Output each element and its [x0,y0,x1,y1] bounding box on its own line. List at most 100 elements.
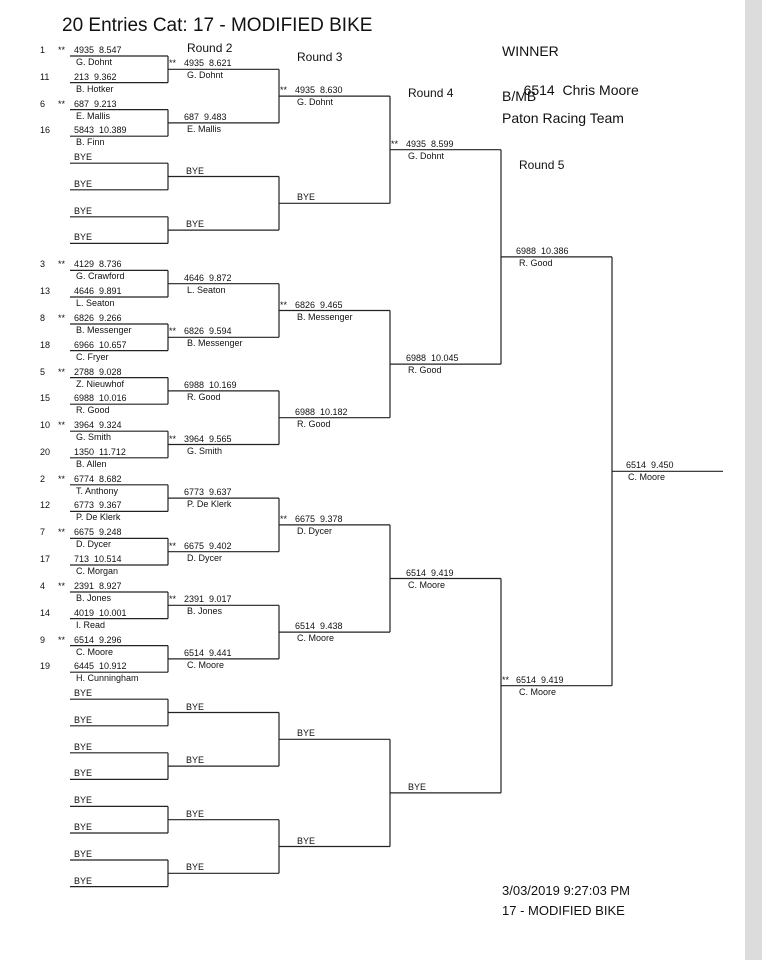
round2-name: E. Mallis [187,123,222,134]
round1-name: BYE [74,205,93,216]
round1-seed: 4 [40,581,46,591]
round1-name: I. Read [76,619,106,630]
round2-name: P. De Klerk [187,499,232,510]
round1-time: 3964 9.324 [74,420,122,431]
bracket-sheet: 20 Entries Cat: 17 - MODIFIED BIKE Round… [40,15,723,918]
round1-name: G. Dohnt [76,57,113,67]
round4-name: BYE [408,781,427,792]
winner-team: Paton Racing Team [502,110,624,126]
round1-time: 6675 9.248 [74,527,122,538]
round2-time: 6514 9.441 [184,647,232,658]
round1-mark: ** [58,259,66,270]
round4-time: 4935 8.599 [406,138,454,149]
round1-seed: 3 [40,259,46,270]
round3-mark: ** [280,85,288,96]
round2-time: 6773 9.637 [184,487,232,498]
round3-time: 4935 8.630 [295,85,343,96]
round1-time: 4129 8.736 [74,259,122,270]
winner-label: WINNER [502,43,559,59]
winner-entry: 6514 Chris Moore [508,66,639,114]
round1-name: BYE [74,232,93,243]
round1-name: L. Seaton [76,298,115,308]
round1-seed: 1 [40,45,46,55]
round1-seed: 15 [40,393,51,404]
round1-seed: 14 [40,607,51,618]
round4-name: R. Good [408,365,442,376]
round1-mark: ** [58,473,66,484]
round5-mark: ** [502,674,510,685]
round3-time: 6675 9.378 [295,513,343,524]
round1-mark: ** [58,527,66,538]
round3-name: BYE [297,192,316,203]
round3-name: G. Dohnt [297,97,334,108]
round2-mark: ** [169,58,177,69]
winner-name: Chris Moore [562,82,639,98]
round1-name: BYE [74,849,93,859]
round1-time: 1350 11.712 [74,446,126,457]
round2-name: B. Messenger [187,338,243,349]
round4-name: G. Dohnt [408,150,445,161]
round1-name: B. Jones [76,593,112,603]
round1-mark: ** [58,581,66,591]
round1-mark: ** [58,45,66,55]
round1-name: C. Moore [76,646,114,657]
round1-name: E. Mallis [76,110,111,121]
round-4-header: Round 4 [408,86,454,100]
round2-mark: ** [169,594,177,605]
round2-name: G. Smith [187,445,223,456]
round1-mark: ** [58,366,66,377]
round4-name: C. Moore [408,579,446,590]
round-2-header: Round 2 [187,41,233,55]
round1-time: 713 10.514 [74,554,122,564]
round1-seed: 18 [40,339,51,350]
round1-time: 4935 8.547 [74,45,122,55]
round1-seed: 16 [40,125,51,136]
round1-name: C. Morgan [76,566,119,576]
round1-time: 687 9.213 [74,98,117,109]
round1-mark: ** [58,98,66,109]
round2-name: BYE [186,862,205,873]
round1-seed: 11 [40,71,50,82]
round1-seed: 2 [40,473,46,484]
footer-category: 17 - MODIFIED BIKE [502,903,625,918]
round3-time: 6514 9.438 [295,621,343,632]
round5-name: R. Good [519,257,553,268]
round5-time: 6988 10.386 [516,245,569,256]
round1-name: BYE [74,875,93,886]
round3-mark: ** [280,513,288,524]
round2-name: G. Dohnt [187,70,224,81]
round1-seed: 6 [40,98,46,109]
round1-seed: 19 [40,661,51,672]
round1-name: R. Good [76,405,110,416]
round1-name: BYE [74,741,93,752]
round1-name: G. Smith [76,432,112,443]
round1-name: B. Messenger [76,325,132,335]
round1-seed: 13 [40,286,51,296]
round2-time: 687 9.483 [184,111,227,122]
round1-time: 213 9.362 [74,71,117,82]
round1-mark: ** [58,420,66,431]
round1-name: H. Cunningham [76,673,139,684]
round1-name: BYE [74,768,93,779]
round2-name: BYE [186,219,205,230]
round1-time: 6774 8.682 [74,473,122,484]
round1-time: 5843 10.389 [74,125,127,136]
final-name: C. Moore [628,472,666,483]
round4-mark: ** [391,138,399,149]
round4-time: 6514 9.419 [406,567,454,578]
page-edge [745,0,762,960]
round1-time: 4019 10.001 [74,607,127,618]
round2-time: 2391 9.017 [184,594,232,605]
round1-seed: 20 [40,446,51,457]
round1-seed: 9 [40,634,46,645]
round2-name: C. Moore [187,659,225,670]
round1-name: D. Dycer [76,539,112,550]
round1-name: T. Anthony [76,485,119,496]
round3-name: D. Dycer [297,525,333,536]
round3-time: 6988 10.182 [295,406,348,417]
round5-name: C. Moore [519,686,557,697]
final-time: 6514 9.450 [626,460,674,471]
round3-time: 6826 9.465 [295,299,343,310]
round1-seed: 17 [40,554,51,564]
round2-name: BYE [186,165,205,176]
